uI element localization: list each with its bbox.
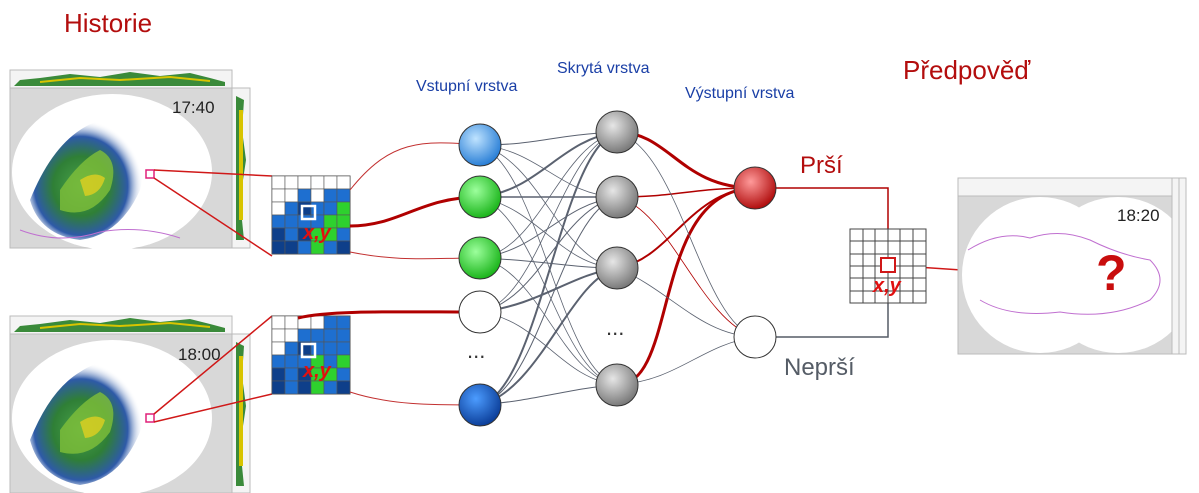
hidden-layer-neurons — [595, 110, 639, 407]
output-grid — [849, 228, 927, 304]
forecast-title: Předpověď — [903, 55, 1031, 85]
output-layer-neurons — [733, 166, 777, 359]
unknown-marker: ? — [1096, 245, 1127, 301]
input-neuron — [458, 175, 502, 219]
input-grid-1 — [271, 175, 351, 255]
input-neuron — [458, 236, 502, 280]
input-neuron — [458, 383, 502, 427]
cell-marker-output: x,y — [873, 275, 901, 297]
hidden-neuron — [595, 246, 639, 290]
input-neuron — [458, 123, 502, 167]
radar-time-1740: 17:40 — [172, 98, 215, 117]
input-layer-label: Vstupní vrstva — [416, 78, 518, 95]
radar-time-1800: 18:00 — [178, 345, 221, 364]
hidden-output-connections — [616, 130, 756, 387]
output-neuron-rain — [733, 166, 777, 210]
cell-marker-grid-2: x,y — [303, 360, 331, 382]
input-grid-2 — [271, 315, 351, 395]
radar-image-1820 — [957, 177, 1196, 355]
input-neuron — [458, 290, 502, 334]
output-layer-label: Výstupní vrstva — [685, 85, 795, 102]
input-layer-neurons — [458, 123, 502, 427]
output-neuron-no-rain — [733, 315, 777, 359]
hidden-neuron — [595, 363, 639, 407]
hidden-ellipsis: ... — [606, 315, 625, 340]
no-rain-label: Neprší — [784, 354, 855, 381]
radar-image-1800 — [9, 315, 251, 493]
hidden-neuron — [595, 110, 639, 154]
radar-time-1820: 18:20 — [1117, 206, 1160, 225]
hidden-layer-label: Skrytá vrstva — [557, 60, 650, 77]
input-ellipsis: ... — [467, 338, 486, 363]
radar-image-1740 — [9, 69, 251, 250]
hidden-neuron — [595, 175, 639, 219]
history-title: Historie — [64, 8, 153, 38]
cell-marker-grid-1: x,y — [303, 222, 331, 244]
rain-label: Prší — [800, 152, 843, 179]
zoom-lines — [153, 169, 273, 423]
